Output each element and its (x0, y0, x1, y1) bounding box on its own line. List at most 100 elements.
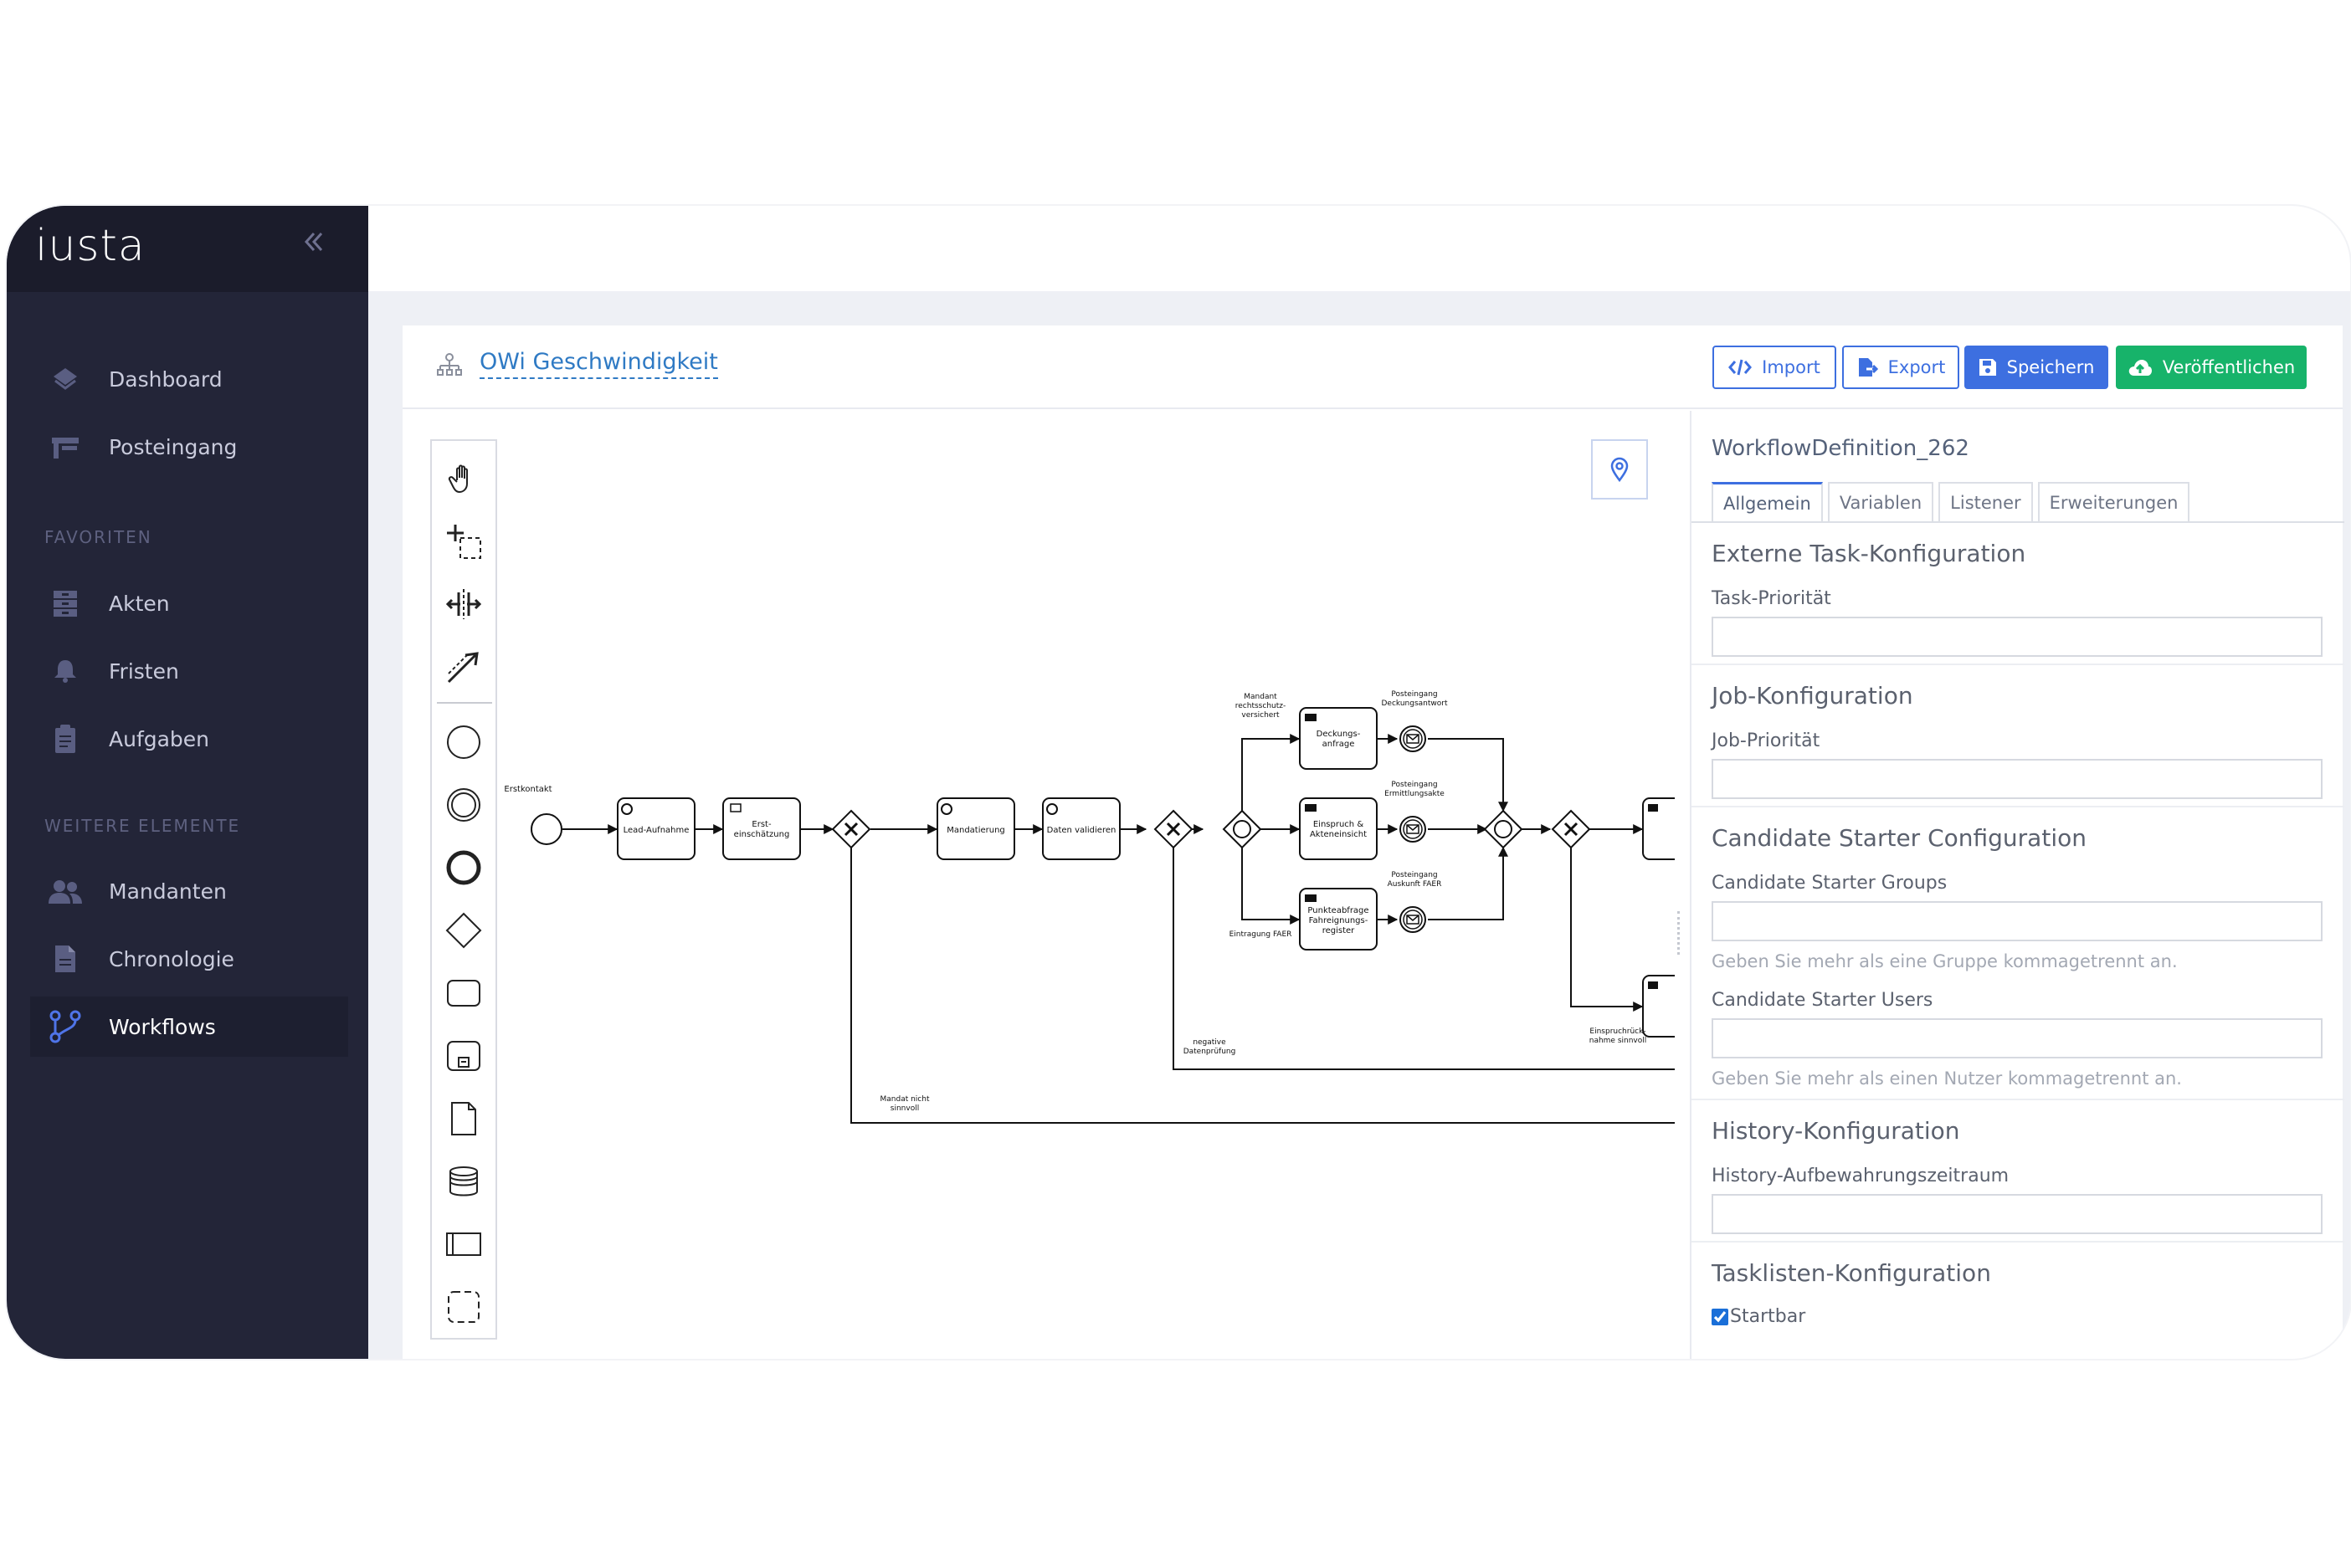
diagram-label-post1-1: Posteingang (1391, 690, 1437, 699)
subprocess-icon[interactable] (432, 1027, 495, 1085)
field-label: History-Aufbewahrungszeitraum (1712, 1166, 2010, 1186)
tab-variablen[interactable]: Variablen (1827, 482, 1934, 522)
sidebar-header: iusta (7, 206, 368, 292)
sidebar-item-aufgaben[interactable]: Aufgaben (30, 709, 348, 769)
palette-divider (437, 702, 492, 704)
diagram-label-post1-2: Deckungsantwort (1381, 699, 1447, 708)
app-logo: iusta (35, 221, 146, 271)
diagram-label-erst-1: Erst- (752, 820, 772, 829)
publish-button-label: Veröffentlichen (2162, 357, 2296, 377)
task-priority-input[interactable] (1712, 617, 2323, 657)
diagram-label-negativ-1: negative (1193, 1038, 1226, 1047)
tab-erweiterungen[interactable]: Erweiterungen (2037, 482, 2190, 522)
data-object-icon[interactable] (432, 1089, 495, 1148)
sidebar: iusta Dashboard Posteingang FAVORITEN Ak… (7, 206, 368, 1359)
tabs-divider (1691, 521, 2344, 523)
panel-resize-handle[interactable] (1677, 911, 1682, 955)
process-tree-icon (436, 352, 463, 382)
section-title: History-Konfiguration (1712, 1117, 1960, 1145)
sidebar-section-title: WEITERE ELEMENTE (44, 816, 241, 836)
data-store-icon[interactable] (432, 1152, 495, 1211)
bpmn-canvas[interactable]: Erstkontakt Lead-Aufnahme Erst- einschät… (403, 411, 1690, 1359)
sidebar-item-label: Dashboard (109, 366, 223, 392)
diagram-label-einspruch-2: Akteneinsicht (1310, 830, 1367, 839)
diagram-label-negativ-2: Datenprüfung (1183, 1048, 1236, 1056)
diagram-label-mandant-3: versichert (1241, 711, 1280, 720)
pool-icon[interactable] (432, 1215, 495, 1273)
task-icon[interactable] (432, 964, 495, 1022)
field-hint: Geben Sie mehr als eine Gruppe kommagetr… (1712, 951, 2178, 971)
save-button[interactable]: Speichern (1964, 346, 2108, 389)
diagram-label-start: Erstkontakt (504, 785, 552, 794)
section-history-config: History-Konfiguration History-Aufbewahru… (1691, 1100, 2344, 1243)
clipboard-icon (47, 720, 84, 757)
sidebar-item-label: Posteingang (109, 434, 238, 459)
diagram-label-post2-2: Ermittlungsakte (1384, 790, 1445, 798)
inbox-icon (47, 428, 84, 465)
job-priority-input[interactable] (1712, 759, 2323, 799)
double-chevron-left-icon[interactable] (301, 224, 326, 263)
lasso-tool-icon[interactable] (432, 512, 495, 571)
section-job-config: Job-Konfiguration Job-Priorität (1691, 665, 2344, 807)
field-label: Candidate Starter Users (1712, 990, 1933, 1011)
sidebar-item-dashboard[interactable]: Dashboard (30, 349, 348, 409)
process-title[interactable]: OWi Geschwindigkeit (480, 349, 718, 379)
diagram-label-eintragung: Eintragung FAER (1229, 930, 1292, 939)
sidebar-item-akten[interactable]: Akten (30, 573, 348, 633)
sidebar-item-label: Aufgaben (109, 726, 210, 751)
code-icon (1728, 359, 1753, 376)
diagram-label-mandatierung: Mandatierung (947, 826, 1005, 835)
group-icon[interactable] (432, 1278, 495, 1336)
global-connect-tool-icon[interactable] (432, 638, 495, 696)
tab-allgemein[interactable]: Allgemein (1712, 482, 1823, 522)
archive-icon (47, 585, 84, 622)
sidebar-item-label: Chronologie (109, 946, 234, 971)
section-tasklist-config: Tasklisten-Konfiguration Startbar (1691, 1243, 2344, 1359)
diagram-label-post2-1: Posteingang (1391, 781, 1437, 789)
diagram-label-punkte-2: Fahreignungs- (1309, 916, 1368, 925)
space-tool-icon[interactable] (432, 575, 495, 633)
layers-icon (47, 361, 84, 397)
sidebar-item-chronologie[interactable]: Chronologie (30, 929, 348, 989)
start-event-icon[interactable] (432, 713, 495, 771)
export-button[interactable]: Export (1842, 346, 1959, 389)
sidebar-item-mandanten[interactable]: Mandanten (30, 861, 348, 921)
diagram-label-mandant-2: rechtsschutz- (1235, 702, 1286, 710)
starter-groups-input[interactable] (1712, 901, 2323, 941)
history-ttl-input[interactable] (1712, 1194, 2323, 1234)
bell-icon (47, 653, 84, 689)
sidebar-item-workflows[interactable]: Workflows (30, 997, 348, 1057)
section-title: Job-Konfiguration (1712, 682, 1913, 710)
document-icon (47, 940, 84, 977)
sidebar-item-fristen[interactable]: Fristen (30, 641, 348, 701)
tab-listener[interactable]: Listener (1938, 482, 2033, 522)
end-event-icon[interactable] (432, 838, 495, 897)
section-title: Candidate Starter Configuration (1712, 824, 2087, 852)
diagram-label-deckung-1: Deckungs- (1317, 730, 1361, 739)
startable-checkbox-row[interactable]: Startbar (1712, 1306, 1805, 1327)
diagram-label-erst-2: einschätzung (734, 830, 790, 839)
properties-panel: WorkflowDefinition_262 Allgemein Variabl… (1690, 411, 2344, 1359)
section-title: Tasklisten-Konfiguration (1712, 1259, 1991, 1287)
field-label: Task-Priorität (1712, 588, 1831, 609)
startable-checkbox[interactable] (1712, 1308, 1728, 1325)
diagram-label-einspruchr-2: nahme sinnvoll (1589, 1037, 1647, 1045)
file-export-icon (1858, 358, 1878, 377)
panel-title: WorkflowDefinition_262 (1712, 436, 1969, 461)
sidebar-item-posteingang[interactable]: Posteingang (30, 417, 348, 477)
panel-tabs: Allgemein Variablen Listener Erweiterung… (1712, 482, 2190, 522)
starter-users-input[interactable] (1712, 1018, 2323, 1058)
sidebar-item-label: Akten (109, 591, 170, 616)
hand-tool-icon[interactable] (432, 449, 495, 508)
map-pin-button[interactable] (1591, 439, 1648, 500)
diagram-label-mandatnicht-1: Mandat nicht (880, 1095, 930, 1104)
import-button[interactable]: Import (1712, 346, 1836, 389)
editor-header: OWi Geschwindigkeit Import Export Speich… (403, 325, 2343, 409)
field-hint: Geben Sie mehr als einen Nutzer kommaget… (1712, 1068, 2182, 1089)
import-button-label: Import (1762, 357, 1820, 377)
publish-button[interactable]: Veröffentlichen (2116, 346, 2307, 389)
gateway-icon[interactable] (432, 901, 495, 960)
diagram-label-punkte-1: Punkteabfrage (1307, 906, 1368, 915)
sidebar-item-label: Fristen (109, 658, 179, 684)
intermediate-event-icon[interactable] (432, 776, 495, 834)
